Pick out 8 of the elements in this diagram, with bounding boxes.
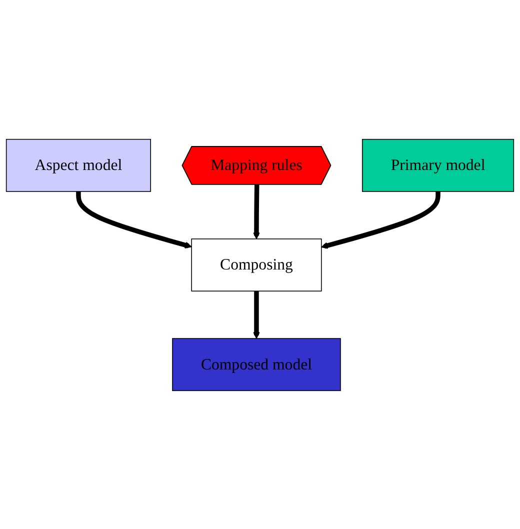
node-box: Aspect model (6, 138, 151, 192)
arrow (76, 191, 192, 248)
arrow (321, 191, 440, 248)
arrow (253, 290, 260, 338)
node-box: Composed model (172, 338, 341, 391)
arrow (253, 184, 260, 239)
node-box: Primary model (362, 138, 514, 192)
node-box: Composing (191, 238, 322, 291)
